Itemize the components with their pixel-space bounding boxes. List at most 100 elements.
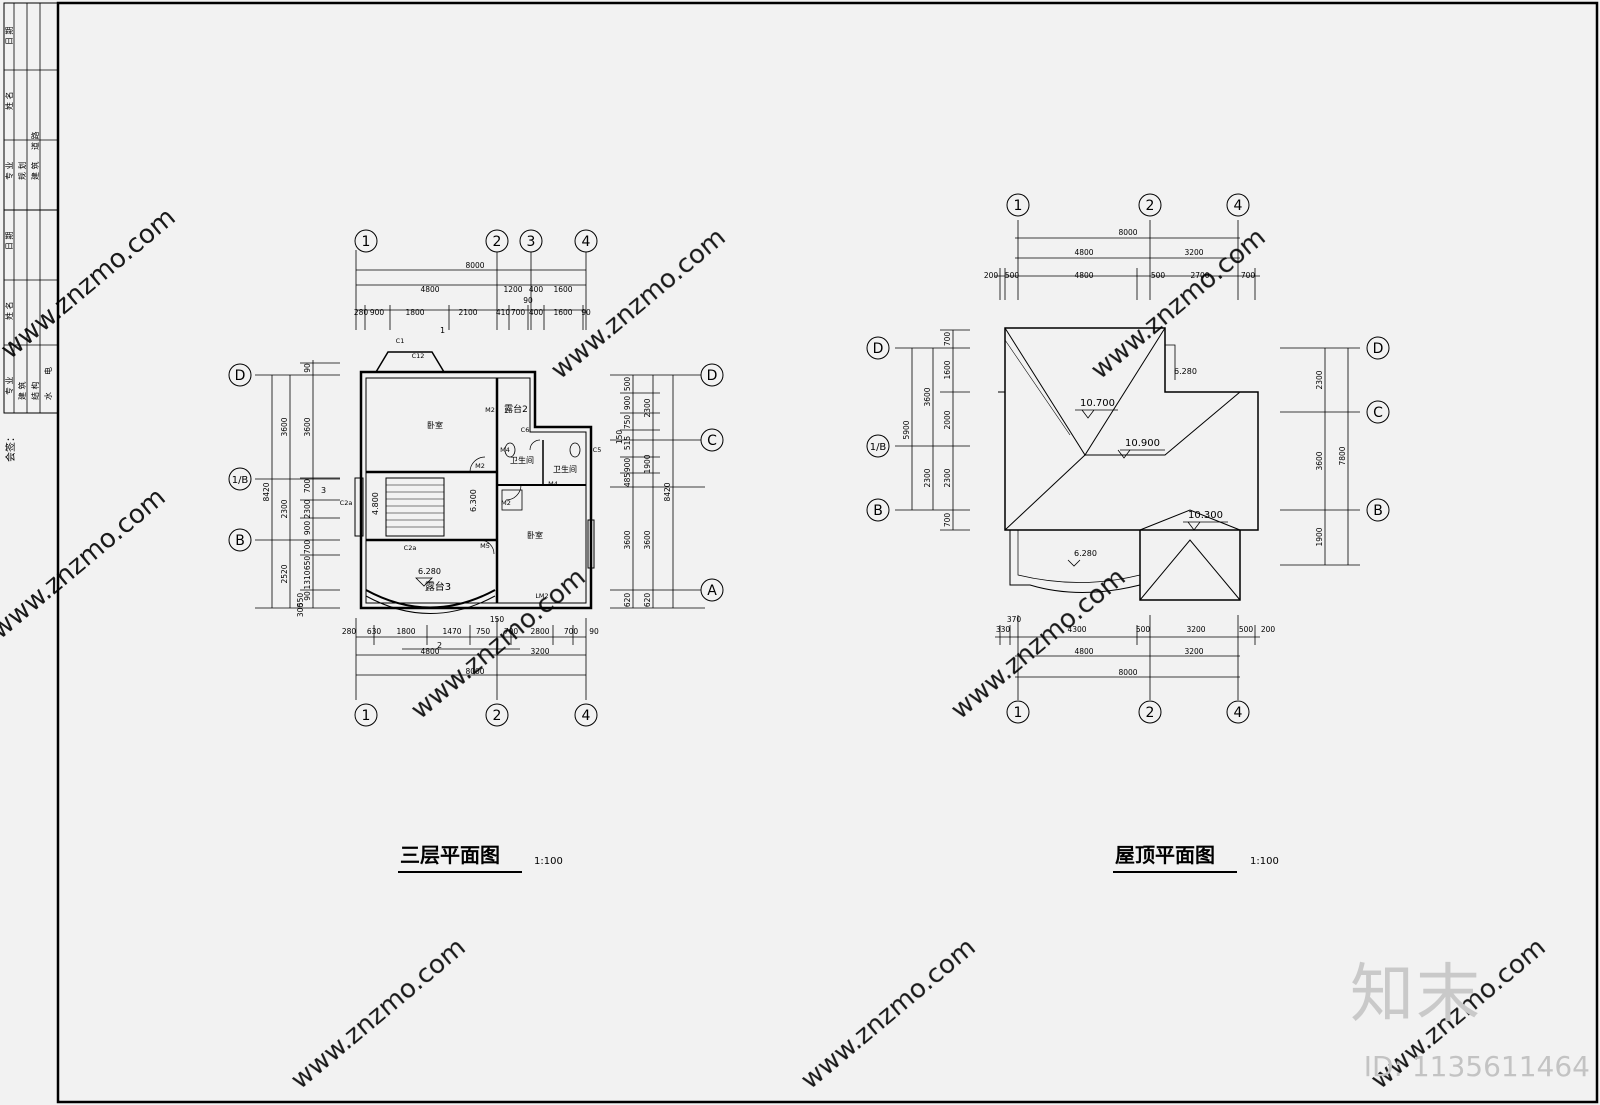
- tf-level-terrace: 6.280: [418, 567, 441, 576]
- rf-dim-left-mid-0: 3600: [923, 387, 932, 406]
- tf-axis-left-d: D: [235, 368, 246, 384]
- rf-dim-left-in-1: 1600: [943, 360, 952, 379]
- tf-dim-left-in-4: 900: [303, 521, 312, 536]
- tf-dim-top-r3-5: 700: [511, 308, 526, 317]
- rf-level-e: 6.280: [1074, 549, 1097, 558]
- tf-level-hall: 6.300: [469, 489, 478, 512]
- watermark-3: www.znzmo.com: [1085, 222, 1271, 385]
- tf-tag-c1: C1: [396, 337, 405, 345]
- roof-plan: 1 2 4 1 2 4 D 1/B B D C B 8000 4800 3200…: [866, 193, 1390, 873]
- tf-dim-right-mid-0: 2300: [643, 398, 652, 417]
- tf-dim-right-in-5: 900: [623, 458, 632, 473]
- tf-dim-left-in-5: 700: [303, 540, 312, 555]
- tf-axis-right-a: A: [707, 583, 717, 599]
- rf-axis-left-d: D: [873, 341, 884, 357]
- tf-section-1: 1: [440, 326, 445, 335]
- rf-dim-left-mid-1: 2300: [923, 468, 932, 487]
- rf-level-d: 6.280: [1174, 367, 1197, 376]
- tf-dim-left-in-1: 3600: [303, 417, 312, 436]
- tf-dim-bot-r1-3: 1470: [442, 627, 461, 636]
- rf-dim-top-total: 8000: [1118, 228, 1137, 237]
- tf-room-bedroom-b: 卧室: [527, 530, 543, 540]
- tf-dim-right-mid-2: 3600: [643, 530, 652, 549]
- tf-dim-left-in-10: 300: [296, 603, 305, 618]
- tb-major-1: 专 业: [4, 161, 14, 180]
- rf-level-b: 10.900: [1125, 438, 1160, 449]
- rf-dim-top-r3-0: 200: [984, 271, 999, 280]
- rf-dim-bot-r1-0: 370: [1007, 615, 1022, 624]
- tf-dim-top-r2-1: 1200: [503, 285, 522, 294]
- tf-dim-right-in-6: 485: [623, 473, 632, 488]
- tf-axis-left-b: B: [235, 533, 245, 549]
- tf-axis-bottom-1: 1: [362, 708, 371, 724]
- tf-dim-top-total: 8000: [465, 261, 484, 270]
- tf-axis-right-d: D: [707, 368, 718, 384]
- rf-dim-left-total: 5900: [902, 420, 911, 439]
- tb-date-2: 日 期: [5, 231, 14, 250]
- watermark-6: www.znzmo.com: [945, 562, 1131, 725]
- tf-dim-bot-r1-8: 90: [589, 627, 599, 636]
- tf-axis-bottom-4: 4: [582, 708, 591, 724]
- rf-dim-left-in-0: 700: [943, 332, 952, 347]
- watermark-7: www.znzmo.com: [285, 932, 471, 1095]
- tf-dim-bot-extra: 150: [490, 615, 505, 624]
- tf-dim-right-in-3: 150: [615, 430, 624, 445]
- tf-dim-top-r3-4: 410: [496, 308, 511, 317]
- tf-dim-bot-r1-7: 700: [564, 627, 579, 636]
- tf-axis-top-2: 2: [493, 234, 502, 250]
- tb-sign: 会签：: [4, 432, 17, 462]
- tf-dim-bot-r1-2: 1800: [396, 627, 415, 636]
- rf-axis-top-4: 4: [1234, 198, 1243, 214]
- tf-dim-right-in-8: 620: [623, 593, 632, 608]
- tf-tag-c5: C5: [593, 446, 602, 454]
- tf-room-bath-a: 卫生间: [510, 455, 534, 465]
- rf-dim-bot-r1-2: 4300: [1067, 625, 1086, 634]
- tf-room-terrace3: 露台3: [425, 580, 451, 593]
- rf-dim-top-r3-3: 500: [1151, 271, 1166, 280]
- tb-name-2: 姓 名: [4, 301, 14, 320]
- rf-axis-right-c: C: [1373, 405, 1383, 421]
- tf-tag-m4b: M4: [548, 480, 558, 488]
- sheet-border: [56, 1, 1599, 1104]
- rf-dim-top-r3-2: 4800: [1074, 271, 1093, 280]
- tb-plan: 规 划: [17, 161, 27, 180]
- tf-dim-left-in-3: 2300: [303, 499, 312, 518]
- tf-axis-left-1b: 1/B: [232, 475, 249, 486]
- tf-dim-right-in-7: 3600: [623, 530, 632, 549]
- watermark-2: www.znzmo.com: [545, 222, 731, 385]
- tf-axis-right-c: C: [707, 433, 717, 449]
- tf-dim-left-in-0: 90: [303, 363, 312, 373]
- tf-axis-bottom-2: 2: [493, 708, 502, 724]
- rf-axis-left-1b: 1/B: [870, 442, 887, 453]
- tf-dim-left-in-9: 550: [296, 593, 305, 608]
- tf-tag-lm2: LM2: [535, 592, 548, 600]
- rf-dim-bot-r2-1: 3200: [1184, 647, 1203, 656]
- tf-dim-bot-r1-4: 750: [476, 627, 491, 636]
- tf-room-terrace2: 露台2: [504, 403, 528, 415]
- tf-level-stair: 4.800: [371, 492, 380, 515]
- tf-dim-top-r2-0: 4800: [420, 285, 439, 294]
- rf-dim-bot-total: 8000: [1118, 668, 1137, 677]
- rf-dim-left-in-4: 700: [943, 513, 952, 528]
- tf-dim-right-mid-3: 620: [643, 593, 652, 608]
- tf-tag-m2c: M2: [501, 499, 511, 507]
- rf-dim-bot-r1-1: 330: [996, 625, 1011, 634]
- tf-room-bedroom-a: 卧室: [427, 420, 443, 430]
- tf-axis-top-1: 1: [362, 234, 371, 250]
- tf-dim-top-r3-3: 2100: [458, 308, 477, 317]
- rf-axis-left-b: B: [873, 503, 883, 519]
- tb-arch-2: 建 筑: [17, 381, 27, 400]
- tf-dim-left-in-2: 700: [303, 479, 312, 494]
- tb-water: 水: [43, 392, 53, 400]
- watermark-4: www.znzmo.com: [0, 482, 172, 645]
- rf-dim-bot-r1-3: 500: [1136, 625, 1151, 634]
- tb-major-2: 专 业: [4, 376, 14, 395]
- tf-tag-m2b: M2: [475, 462, 485, 470]
- tf-tag-m2a: M2: [485, 406, 495, 414]
- rf-dim-right-mid-0: 2300: [1315, 370, 1324, 389]
- tf-dim-bot-total: 8000: [465, 667, 484, 676]
- tf-title: 三层平面图: [400, 843, 500, 867]
- tf-dim-right-in-0: 500: [623, 377, 632, 392]
- tf-room-bath-b: 卫生间: [553, 464, 577, 474]
- rf-level-c: 10.300: [1188, 510, 1223, 521]
